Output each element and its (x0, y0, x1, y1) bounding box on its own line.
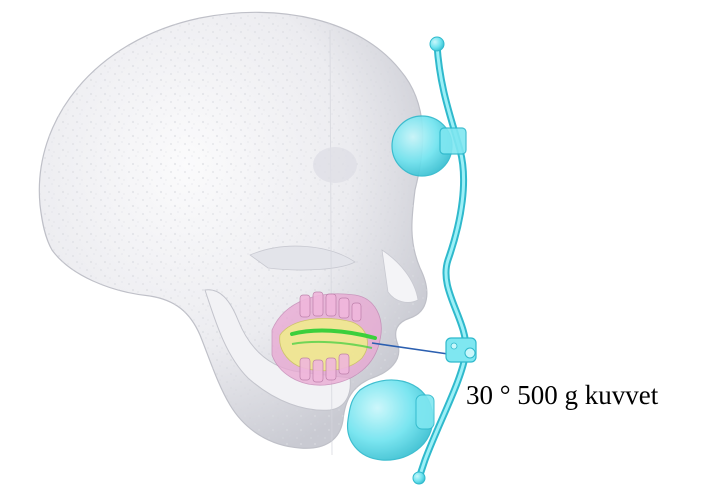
force-caption: 30 ° 500 g kuvvet (466, 380, 658, 411)
elastic-hook (446, 338, 476, 362)
top-knob (430, 37, 444, 51)
bottom-knob (413, 472, 425, 484)
